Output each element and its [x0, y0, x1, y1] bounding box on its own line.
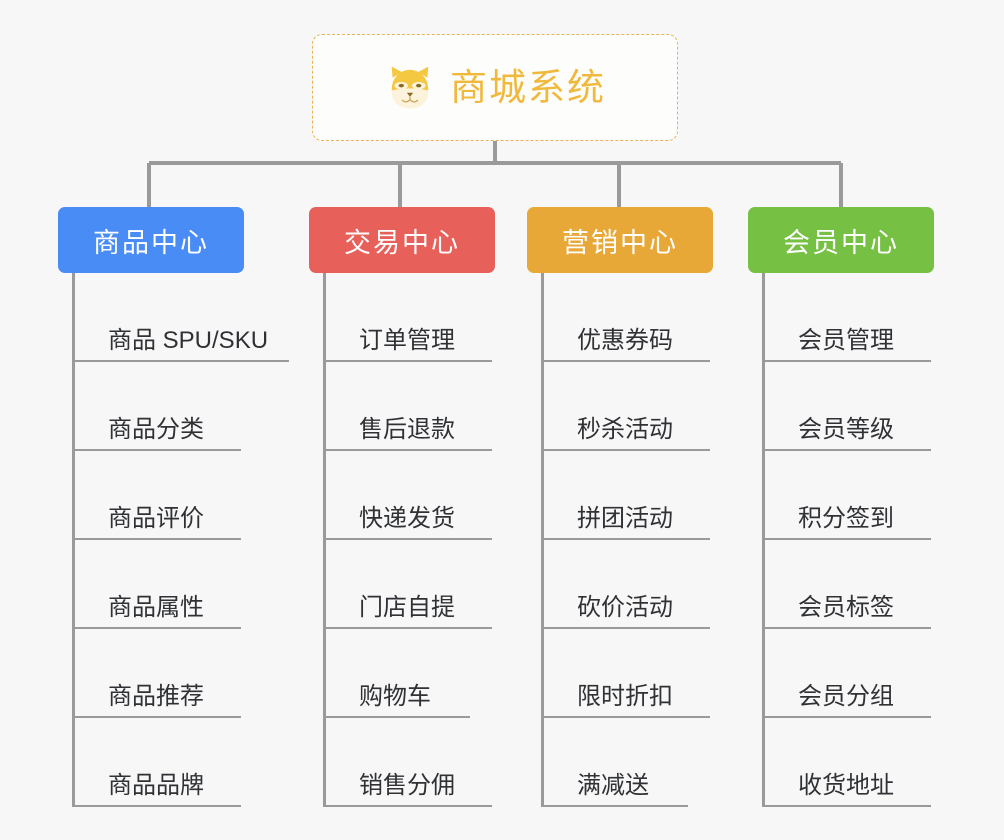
list-item[interactable]: 订单管理 — [326, 273, 492, 362]
leaf-list-4: 会员管理 会员等级 积分签到 会员标签 会员分组 收货地址 — [762, 273, 931, 807]
list-item[interactable]: 会员等级 — [765, 362, 931, 451]
leaf-label: 商品 SPU/SKU — [108, 326, 269, 354]
list-item[interactable]: 商品推荐 — [75, 629, 241, 718]
leaf-label: 商品属性 — [108, 593, 204, 621]
leaf-list-3: 优惠券码 秒杀活动 拼团活动 砍价活动 限时折扣 满减送 — [541, 273, 710, 807]
category-label-2: 交易中心 — [344, 227, 460, 258]
category-label-3: 营销中心 — [562, 227, 678, 258]
list-item[interactable]: 优惠券码 — [544, 273, 710, 362]
list-item[interactable]: 满减送 — [544, 718, 688, 807]
shiba-dog-icon — [391, 66, 429, 109]
leaf-label: 会员管理 — [798, 326, 894, 354]
leaf-label: 收货地址 — [798, 771, 894, 799]
list-item[interactable]: 售后退款 — [326, 362, 492, 451]
list-item[interactable]: 积分签到 — [765, 451, 931, 540]
leaf-label: 会员等级 — [798, 415, 894, 443]
leaf-label: 订单管理 — [359, 326, 455, 354]
root-title: 商城系统 — [450, 67, 606, 108]
leaf-label: 门店自提 — [359, 593, 455, 621]
leaf-label: 售后退款 — [359, 415, 455, 443]
leaf-label: 商品品牌 — [108, 771, 204, 799]
category-box-1[interactable]: 商品中心 — [58, 207, 244, 273]
list-item[interactable]: 购物车 — [326, 629, 470, 718]
leaf-list-2: 订单管理 售后退款 快递发货 门店自提 购物车 销售分佣 — [323, 273, 492, 807]
leaf-label: 购物车 — [359, 682, 431, 710]
category-box-4[interactable]: 会员中心 — [748, 207, 934, 273]
leaf-label: 拼团活动 — [577, 504, 673, 532]
category-box-2[interactable]: 交易中心 — [309, 207, 495, 273]
list-item[interactable]: 商品评价 — [75, 451, 241, 540]
list-item[interactable]: 快递发货 — [326, 451, 492, 540]
leaf-label: 商品推荐 — [108, 682, 204, 710]
list-item[interactable]: 商品分类 — [75, 362, 241, 451]
leaf-label: 销售分佣 — [359, 771, 455, 799]
root-node[interactable]: 商城系统 — [312, 34, 678, 141]
list-item[interactable]: 会员分组 — [765, 629, 931, 718]
leaf-label: 商品评价 — [108, 504, 204, 532]
leaf-list-1: 商品 SPU/SKU 商品分类 商品评价 商品属性 商品推荐 商品品牌 — [72, 273, 289, 807]
list-item[interactable]: 商品 SPU/SKU — [75, 273, 289, 362]
list-item[interactable]: 限时折扣 — [544, 629, 710, 718]
category-label-1: 商品中心 — [93, 227, 209, 258]
leaf-label: 满减送 — [577, 771, 649, 799]
leaf-label: 积分签到 — [798, 504, 894, 532]
leaf-label: 会员分组 — [798, 682, 894, 710]
list-item[interactable]: 会员管理 — [765, 273, 931, 362]
category-label-4: 会员中心 — [783, 227, 899, 258]
list-item[interactable]: 会员标签 — [765, 540, 931, 629]
leaf-label: 会员标签 — [798, 593, 894, 621]
leaf-label: 优惠券码 — [577, 326, 673, 354]
leaf-label: 商品分类 — [108, 415, 204, 443]
list-item[interactable]: 砍价活动 — [544, 540, 710, 629]
list-item[interactable]: 秒杀活动 — [544, 362, 710, 451]
leaf-label: 砍价活动 — [577, 593, 673, 621]
leaf-label: 快递发货 — [359, 504, 455, 532]
list-item[interactable]: 收货地址 — [765, 718, 931, 807]
list-item[interactable]: 商品品牌 — [75, 718, 241, 807]
category-box-3[interactable]: 营销中心 — [527, 207, 713, 273]
list-item[interactable]: 销售分佣 — [326, 718, 492, 807]
leaf-label: 限时折扣 — [577, 682, 673, 710]
list-item[interactable]: 拼团活动 — [544, 451, 710, 540]
list-item[interactable]: 商品属性 — [75, 540, 241, 629]
list-item[interactable]: 门店自提 — [326, 540, 492, 629]
leaf-label: 秒杀活动 — [577, 415, 673, 443]
